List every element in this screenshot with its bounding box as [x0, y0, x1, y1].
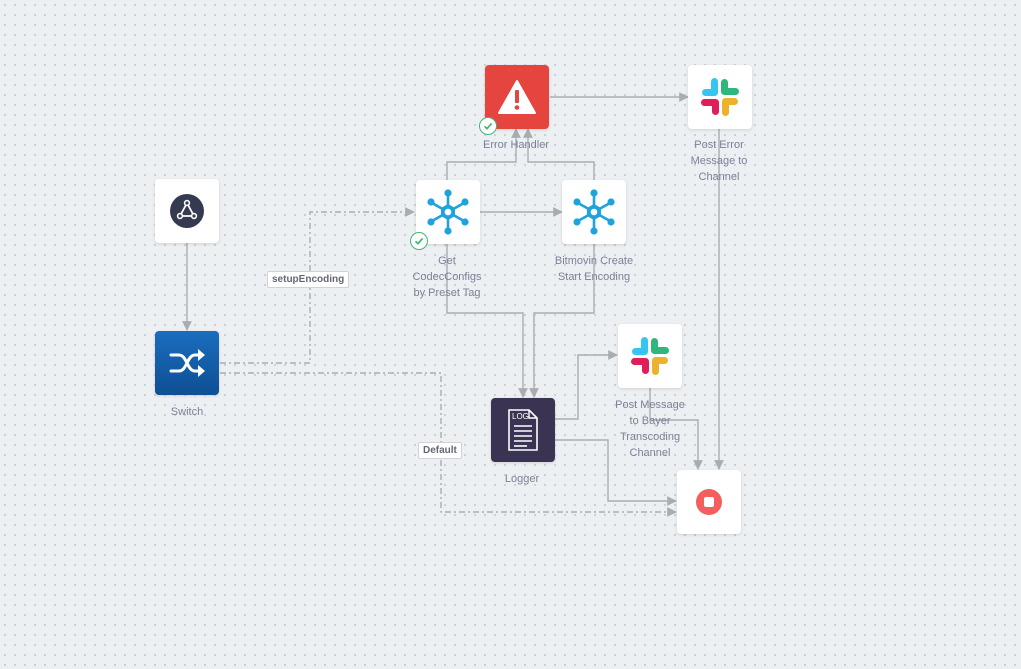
edge-slackmsg-stop: [649, 388, 703, 470]
edge-logger-slack: [555, 350, 618, 420]
bitmovin-icon: [427, 189, 469, 235]
edge-getcodec-error: [446, 128, 521, 180]
post-error-message-node[interactable]: [688, 65, 752, 129]
edge-logger-stop: [555, 439, 677, 506]
edge-getcodec-logger: [446, 244, 528, 398]
edge-label-default[interactable]: Default: [418, 442, 462, 459]
get-codec-configs-label: Get CodecConfigs by Preset Tag: [412, 255, 482, 299]
success-check-icon: [410, 232, 428, 250]
success-check-icon: [479, 117, 497, 135]
logger-label: Logger: [504, 473, 540, 485]
post-message-label: Post Message to Bayer Transcoding Channe…: [615, 399, 685, 459]
webhook-icon: [170, 194, 204, 228]
bitmovin-icon: [573, 189, 615, 235]
post-message-node[interactable]: [618, 324, 682, 388]
switch-node[interactable]: [155, 331, 219, 395]
slack-icon: [701, 78, 739, 116]
post-error-message-label: Post Error Message to Channel: [690, 139, 748, 183]
shuffle-icon: [169, 349, 205, 377]
bitmovin-create-encoding-node[interactable]: [562, 180, 626, 244]
edge-create-logger: [529, 244, 595, 398]
edge-switch-getcodec: [220, 207, 415, 364]
warning-icon: [498, 80, 536, 114]
logger-node[interactable]: LOG: [491, 398, 555, 462]
switch-label: Switch: [170, 406, 204, 418]
edge-create-error: [523, 128, 595, 180]
error-handler-label: Error Handler: [482, 139, 550, 151]
slack-icon: [631, 337, 669, 375]
edge-label-setup-encoding[interactable]: setupEncoding: [267, 271, 350, 288]
webhook-trigger-node[interactable]: [155, 179, 219, 243]
error-handler-node[interactable]: [479, 65, 549, 135]
log-icon: LOG: [508, 409, 538, 451]
log-badge: LOG: [512, 412, 529, 421]
stop-icon: [696, 489, 722, 515]
get-codec-configs-node[interactable]: [410, 180, 480, 250]
stop-node[interactable]: [677, 470, 741, 534]
bitmovin-create-encoding-label: Bitmovin Create Start Encoding: [554, 255, 634, 283]
